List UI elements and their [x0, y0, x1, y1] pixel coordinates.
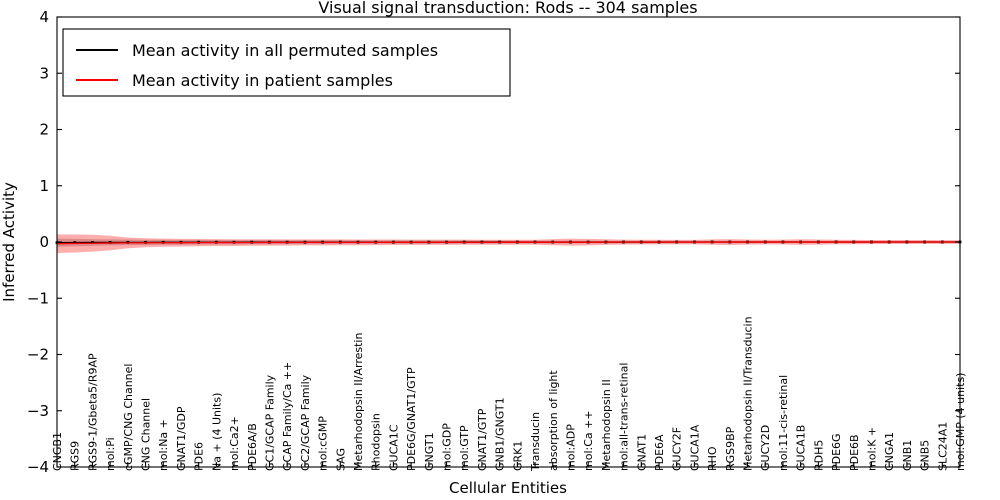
x-tick-label: GRK1 — [511, 441, 524, 471]
data-point-marker — [108, 240, 112, 244]
x-tick-label: PDE6A — [653, 434, 666, 471]
x-tick-label: PDE6G — [830, 433, 843, 471]
x-axis-title: Cellular Entities — [449, 479, 567, 497]
x-tick-label: mol:Ca ++ — [582, 410, 595, 471]
x-tick-label: mol:GDP — [441, 423, 454, 471]
x-tick-label: GNAT1/GTP — [476, 408, 489, 471]
x-tick-label: SLC24A1 — [936, 422, 949, 471]
x-tick-label: absorption of light — [547, 370, 560, 471]
x-tick-label: SAG — [334, 448, 347, 471]
x-tick-label: Rhodopsin — [370, 413, 383, 471]
x-tick-label: PDE6A/B — [246, 423, 259, 471]
x-tick-label: RDH5 — [812, 440, 825, 471]
x-tick-label: Metarhodopsin II — [600, 379, 613, 471]
x-tick-label: mol:11-cis-retinal — [777, 375, 790, 471]
y-tick-label: 4 — [39, 8, 49, 26]
x-tick-label: Metarhodopsin II/Transducin — [742, 316, 755, 471]
x-tick-label: Na + (4 Units) — [210, 393, 223, 471]
x-tick-label: PDE6G/GNAT1/GTP — [405, 367, 418, 471]
plot-frame — [56, 16, 961, 468]
y-tick-label: 2 — [39, 121, 49, 139]
data-point-marker — [91, 241, 94, 244]
legend-box — [62, 28, 511, 97]
legend-entries: Mean activity in all permuted samplesMea… — [76, 41, 438, 90]
y-axis-ticks: −4 −3 −2 −1 0 1 2 3 4 — [27, 8, 960, 476]
x-tick-label: GUCY2F — [671, 427, 684, 471]
y-tick-label: −4 — [27, 458, 49, 476]
x-tick-label: RGS9BP — [724, 426, 737, 471]
y-axis-title: Inferred Activity — [0, 182, 18, 302]
legend-label: Mean activity in all permuted samples — [132, 41, 438, 60]
x-tick-label: mol:cGMP — [317, 416, 330, 471]
x-tick-label: mol:Na + — [157, 419, 170, 471]
x-tick-label: RHO — [706, 446, 719, 471]
mean-line-patient — [56, 241, 960, 245]
x-tick-label: PDE6B — [848, 434, 861, 471]
y-tick-label: 1 — [39, 177, 49, 195]
x-tick-label: GNAT1 — [635, 434, 648, 471]
x-tick-label: RGS9-1/Gbeta5/R9AP — [86, 353, 99, 471]
y-tick-label: −3 — [27, 402, 49, 420]
x-tick-label: CNGA1 — [883, 432, 896, 471]
x-tick-label: mol:all-trans-retinal — [618, 363, 631, 471]
x-tick-label: RGS9 — [69, 441, 82, 471]
confidence-band — [57, 234, 960, 253]
x-tick-label: mol:Ca2+ — [228, 416, 241, 471]
x-tick-label: cGMP/CNG Channel — [122, 364, 135, 472]
x-tick-label: GNB1 — [901, 440, 914, 471]
x-tick-label: GNAT1/GDP — [175, 406, 188, 471]
x-tick-label: GNB1/GNGT1 — [494, 397, 507, 471]
chart-legend: Mean activity in all permuted samplesMea… — [62, 28, 511, 97]
x-tick-label: mol:GTP — [458, 425, 471, 471]
x-tick-label: PDE6 — [193, 442, 206, 471]
x-tick-label: GUCY2D — [759, 425, 772, 471]
x-tick-label: GNGT1 — [423, 432, 436, 471]
x-tick-label: Transducin — [529, 412, 542, 472]
x-tick-label: GUCA1C — [387, 424, 400, 471]
x-tick-label: GCAP Family/Ca ++ — [281, 362, 294, 471]
x-tick-label: GUCA1B — [795, 425, 808, 471]
y-tick-label: −2 — [27, 346, 49, 364]
y-tick-label: −1 — [27, 289, 49, 307]
x-tick-label: GC1/GCAP Family — [263, 374, 276, 471]
y-tick-label: 3 — [39, 64, 49, 82]
x-tick-label: GNB5 — [919, 440, 932, 471]
legend-label: Mean activity in patient samples — [132, 71, 393, 90]
x-tick-label: mol:Pi — [104, 437, 117, 471]
y-tick-label: 0 — [39, 233, 49, 251]
x-tick-label: CNG Channel — [140, 398, 153, 471]
chart-title: Visual signal transduction: Rods -- 304 … — [318, 0, 697, 17]
x-tick-label: mol:ADP — [564, 424, 577, 471]
x-tick-label: GC2/GCAP Family — [299, 374, 312, 471]
data-point-marker — [73, 241, 77, 244]
x-tick-label: GUCA1A — [688, 424, 701, 471]
x-tick-label: Metarhodopsin II/Arrestin — [352, 333, 365, 471]
x-tick-label: mol:K + — [865, 427, 878, 471]
